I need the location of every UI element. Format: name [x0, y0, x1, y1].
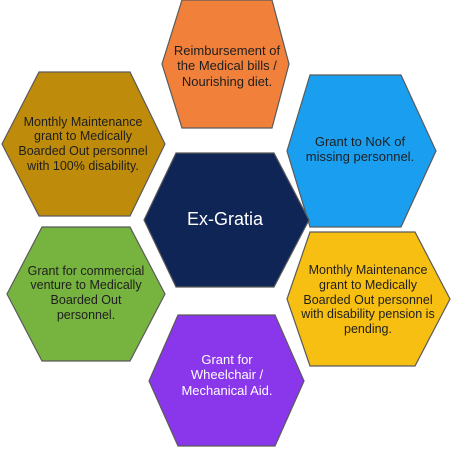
label-top: Reimbursement of the Medical bills / Nou…: [173, 43, 281, 89]
hexagon-top: [161, 0, 290, 129]
hexagon-center: [143, 152, 310, 288]
label-bottom: Grant for Wheelchair / Mechanical Aid.: [181, 352, 273, 398]
label-center: Ex-Gratia: [186, 209, 264, 230]
label-top-left: Monthly Maintenance grant to Medically B…: [18, 114, 148, 173]
label-bottom-right: Monthly Maintenance grant to Medically B…: [301, 263, 435, 337]
hexagon-bottom: [148, 314, 305, 447]
hexagon-bottom-left: [6, 226, 166, 362]
label-top-right: Grant to NoK of missing personnel.: [305, 133, 415, 164]
hexagon-top-right: [286, 74, 437, 228]
hexagon-top-left: [1, 71, 166, 217]
label-bottom-left: Grant for commercial venture to Medicall…: [27, 263, 145, 322]
hexagon-bottom-right: [286, 231, 451, 367]
